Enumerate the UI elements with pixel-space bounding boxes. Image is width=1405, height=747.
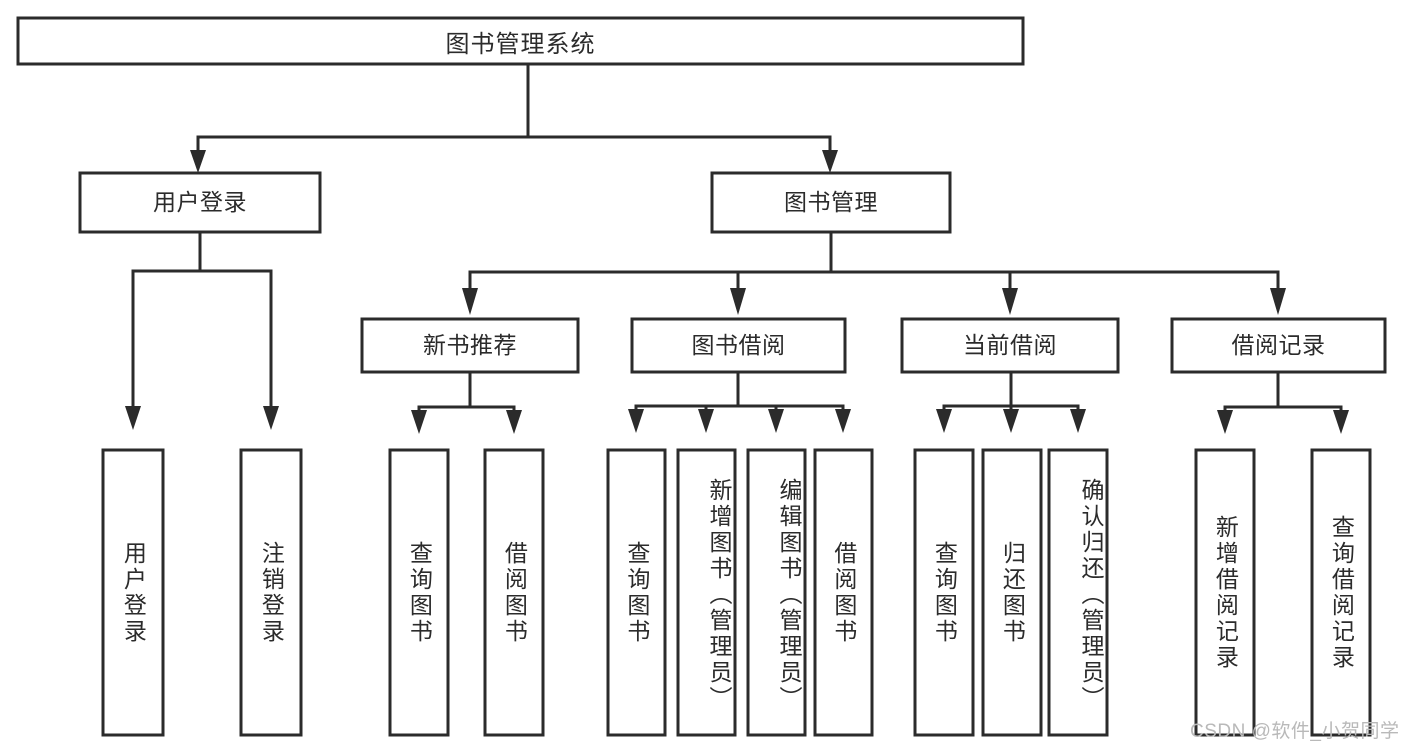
- arrow-head-leaf-current-borrow-2: [1070, 409, 1086, 433]
- node-box-book-borrow[interactable]: [630, 317, 847, 374]
- watermark-text: CSDN @软件_小贺同学: [1190, 721, 1400, 742]
- node-box-user-login[interactable]: [78, 171, 322, 234]
- arrow-head-leaf-book-borrow-1: [698, 409, 714, 433]
- connector-new-book-bus: [417, 370, 516, 416]
- connector-user-login-bus: [131, 230, 273, 410]
- arrow-head-current-borrow: [1002, 288, 1018, 315]
- connector-current-borrow-bus: [942, 370, 1080, 415]
- arrow-head-leaf-current-borrow-0: [936, 409, 952, 433]
- node-box-leaf-new-book-0[interactable]: [388, 448, 450, 737]
- node-box-leaf-borrow-records-1[interactable]: [1310, 448, 1372, 737]
- arrow-head-new-book-recommend: [462, 288, 478, 315]
- arrow-head-book-management: [822, 150, 838, 173]
- node-box-new-book-recommend[interactable]: [360, 317, 580, 374]
- node-box-leaf-book-borrow-0[interactable]: [606, 448, 667, 737]
- node-box-leaf-current-borrow-1[interactable]: [981, 448, 1043, 737]
- node-box-borrow-records[interactable]: [1170, 317, 1387, 374]
- node-box-leaf-book-borrow-3[interactable]: [813, 448, 874, 737]
- arrow-head-leaf-book-borrow-0: [628, 409, 644, 433]
- node-box-leaf-book-borrow-1[interactable]: [676, 448, 737, 737]
- node-box-leaf-user-login-1[interactable]: [239, 448, 303, 737]
- arrow-head-user-login: [190, 150, 206, 173]
- connector-book-management-bus: [468, 230, 1280, 292]
- node-box-current-borrow[interactable]: [900, 317, 1120, 374]
- arrow-head-borrow-records: [1270, 288, 1286, 315]
- node-box-leaf-current-borrow-0[interactable]: [913, 448, 975, 737]
- arrow-head-leaf-user-login-1: [263, 406, 279, 430]
- connector-book-borrow-bus: [634, 370, 845, 415]
- node-box-leaf-new-book-1[interactable]: [483, 448, 545, 737]
- node-box-leaf-user-login-0[interactable]: [101, 448, 165, 737]
- arrow-head-leaf-borrow-records-0: [1217, 410, 1233, 434]
- arrow-head-leaf-current-borrow-1: [1003, 409, 1019, 433]
- arrow-head-leaf-new-book-1: [506, 410, 522, 434]
- arrow-head-leaf-user-login-0: [125, 406, 141, 430]
- connector-root-bus: [196, 62, 832, 154]
- node-box-leaf-book-borrow-2[interactable]: [746, 448, 807, 737]
- node-box-leaf-current-borrow-2[interactable]: [1047, 448, 1109, 737]
- arrow-head-book-borrow: [730, 288, 746, 315]
- arrow-head-leaf-book-borrow-2: [768, 409, 784, 433]
- node-box-leaf-borrow-records-0[interactable]: [1194, 448, 1256, 737]
- node-box-book-management[interactable]: [710, 171, 952, 234]
- arrow-head-leaf-book-borrow-3: [835, 409, 851, 433]
- arrow-head-leaf-new-book-0: [411, 410, 427, 434]
- node-box-root[interactable]: [16, 16, 1025, 66]
- connector-borrow-records-bus: [1223, 370, 1343, 416]
- arrow-head-leaf-borrow-records-1: [1333, 410, 1349, 434]
